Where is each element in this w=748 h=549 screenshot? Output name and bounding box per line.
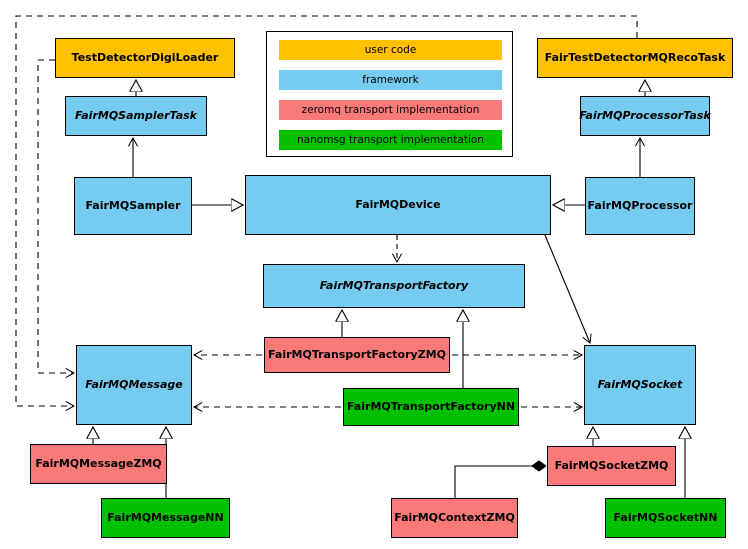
- class-node-fairmqcontextzmq[interactable]: FairMQContextZMQ: [391, 498, 518, 538]
- class-node-fairmqdevice[interactable]: FairMQDevice: [245, 175, 551, 235]
- class-node-fairmqtransportfactorynn[interactable]: FairMQTransportFactoryNN: [343, 388, 519, 426]
- legend-label-framework: framework: [362, 74, 419, 86]
- legend-row-user-code: user code: [279, 40, 502, 60]
- class-node-fairmqsocket[interactable]: FairMQSocket: [584, 345, 696, 425]
- class-node-fairmqsamplertask[interactable]: FairMQSamplerTask: [65, 96, 207, 136]
- legend-label-zeromq: zeromq transport implementation: [301, 104, 480, 116]
- edge-socketzmq-contextzmq: [454, 466, 545, 498]
- legend-label-nanomsg: nanomsg transport implementation: [297, 134, 484, 146]
- class-node-fairmqmessagezmq[interactable]: FairMQMessageZMQ: [30, 444, 167, 484]
- class-node-fairtestdetectormqrecotask[interactable]: FairTestDetectorMQRecoTask: [537, 38, 733, 78]
- edge-device-socket: [544, 234, 592, 344]
- class-node-testdetectordigiloader[interactable]: TestDetectorDigiLoader: [55, 38, 235, 78]
- class-node-fairmqprocessor[interactable]: FairMQProcessor: [585, 177, 695, 235]
- class-node-fairmqsocketnn[interactable]: FairMQSocketNN: [605, 498, 726, 538]
- legend-label-user-code: user code: [364, 44, 417, 56]
- class-node-fairmqsocketzmq[interactable]: FairMQSocketZMQ: [547, 446, 676, 486]
- legend-row-nanomsg: nanomsg transport implementation: [279, 130, 502, 150]
- legend: user code framework zeromq transport imp…: [266, 31, 513, 157]
- legend-row-framework: framework: [279, 70, 502, 90]
- class-node-fairmqtransportfactory[interactable]: FairMQTransportFactory: [263, 264, 525, 308]
- class-node-fairmqmessage[interactable]: FairMQMessage: [76, 345, 192, 425]
- class-node-fairmqsampler[interactable]: FairMQSampler: [74, 177, 192, 235]
- class-node-fairmqtransportfactoryzmq[interactable]: FairMQTransportFactoryZMQ: [264, 337, 450, 373]
- class-node-fairmqmessagenn[interactable]: FairMQMessageNN: [101, 498, 230, 538]
- legend-row-zeromq: zeromq transport implementation: [279, 100, 502, 120]
- class-node-fairmqprocessortask[interactable]: FairMQProcessorTask: [579, 96, 711, 136]
